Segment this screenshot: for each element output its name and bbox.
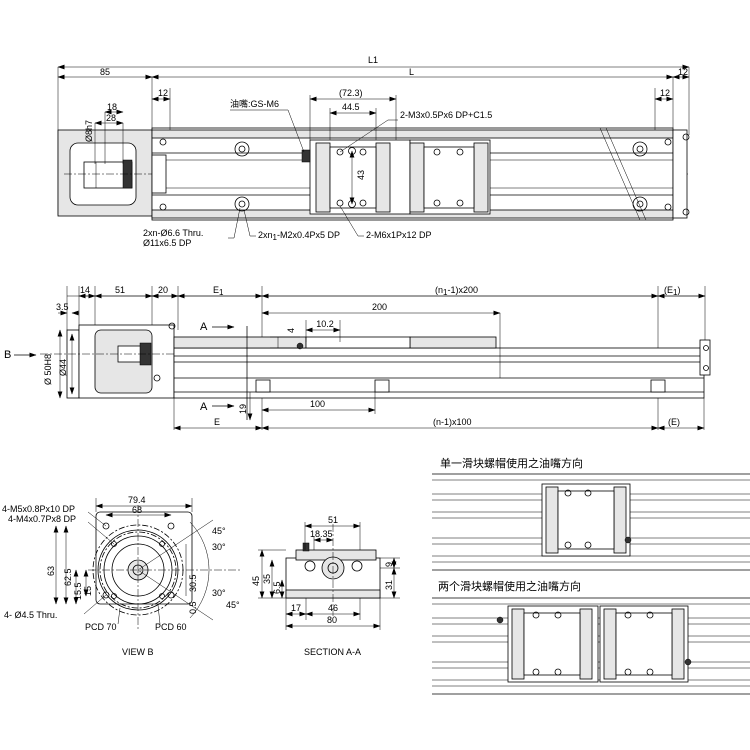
dim-n-pitch: (n-1)x100 [433, 417, 472, 427]
side-view: 14 51 20 E1 (n1-1)x200 (E1) 3.5 Ø 50H8 Ø… [4, 285, 711, 431]
dim-e-right: (E) [668, 417, 680, 427]
callout-pcd60: PCD 60 [155, 622, 187, 632]
grease-nipple [301, 149, 311, 163]
dim-19: 19 [238, 404, 248, 414]
motor-flange-side [66, 329, 80, 399]
grease-nipple-side [296, 342, 304, 350]
dim-35: 35 [262, 574, 272, 584]
note-double-carriage-2 [599, 605, 689, 683]
dim-44-5: 44.5 [342, 102, 360, 112]
angle-45-bottom: 45° [226, 600, 240, 610]
dim-9: 9 [384, 562, 394, 567]
callout-pcd70: PCD 70 [85, 622, 117, 632]
callout-thru-4-5: 4- Ø4.5 Thru. [4, 610, 57, 620]
section-oil-port [304, 560, 316, 572]
dim-18: 18 [107, 102, 117, 112]
callout-m3: 2-M3x0.5Px6 DP+C1.5 [400, 110, 492, 120]
dim-80: 80 [327, 615, 337, 625]
dim-dia-50h8: Ø 50H8 [43, 354, 53, 385]
dim-12-right-top: 12 [678, 67, 688, 77]
dim-dia-44: Ø44 [58, 359, 68, 376]
view-b-title: VIEW B [122, 647, 154, 657]
dim-28: 28 [106, 113, 116, 123]
dim-31: 31 [384, 580, 394, 590]
callout-oil-nipple: 油嘴:GS-M6 [230, 98, 279, 109]
dim-68: 68 [132, 505, 142, 515]
callout-m2: 2xn1-M2x0.4Px5 DP [258, 230, 340, 242]
dim-15-5: 15.5 [73, 582, 83, 600]
dim-62-5: 62.5 [63, 568, 73, 586]
dim-51-section: 51 [328, 515, 338, 525]
callout-m5: 4-M5x0.8Px10 DP [2, 504, 75, 514]
dim-15: 15 [83, 586, 93, 596]
slider-carriage-2 [409, 139, 491, 215]
dim-3-5: 3.5 [56, 302, 69, 312]
dim-43: 43 [356, 170, 366, 180]
angle-30-bottom: 30° [212, 588, 226, 598]
angle-30-top: 30° [212, 542, 226, 552]
dim-l1: L1 [368, 55, 378, 65]
note-single-oil-nipple [624, 536, 632, 544]
note-double-oil-nipple-right [684, 658, 692, 666]
dim-e1-right: (E1) [664, 285, 680, 297]
slider-note-single: 单一滑块螺帽使用之油嘴方向 [432, 456, 750, 571]
dim-72-3: (72.3) [339, 88, 363, 98]
section-a-a-title: SECTION A-A [304, 647, 361, 657]
callout-m6: 2-M6x1Px12 DP [366, 230, 432, 240]
section-a-a: 51 18.35 45 35 6.5 9 31 17 46 80 SECTION… [251, 515, 400, 657]
view-b-holes [102, 522, 175, 599]
dim-45-section: 45 [251, 576, 261, 586]
angle-45-top: 45° [212, 526, 226, 536]
side-bolt-holes [255, 379, 666, 393]
rail-body-side [173, 347, 705, 399]
callout-thru-hole: 2xn-Ø6.6 Thru. [143, 228, 203, 238]
dim-100: 100 [310, 399, 325, 409]
dim-n1-pitch: (n1-1)x200 [435, 285, 478, 297]
dim-79-4: 79.4 [128, 495, 146, 505]
dim-200: 200 [372, 302, 387, 312]
section-a-marker-top: A [200, 321, 208, 333]
dim-85: 85 [100, 67, 110, 77]
dim-30-5: 30.5 [188, 574, 198, 592]
note-double-slider: 两个滑块螺帽使用之油嘴方向 [438, 579, 581, 593]
dim-20: 20 [158, 285, 168, 295]
dim-l: L [409, 67, 414, 77]
view-b-flange [95, 511, 193, 605]
dim-10-2: 10.2 [316, 319, 334, 329]
note-single-slider: 单一滑块螺帽使用之油嘴方向 [440, 456, 583, 470]
dim-dia-8h7: Ø8h7 [84, 120, 94, 142]
callout-counterbore: Ø11x6.5 DP [143, 238, 191, 248]
note-double-oil-nipple-left [496, 616, 504, 624]
dim-4: 4 [286, 328, 296, 333]
view-b-marker: B [4, 349, 11, 361]
rail-mounting-holes [159, 133, 690, 216]
callout-m4: 4-M4x0.7Px8 DP [8, 514, 76, 524]
dim-12-left: 12 [158, 88, 168, 98]
slider-note-double: 两个滑块螺帽使用之油嘴方向 [432, 579, 750, 695]
view-b: 45° 30° 30° 45° 79.4 68 63 62.5 15.5 15 … [2, 495, 240, 657]
dim-e1: E1 [213, 285, 224, 297]
dim-17: 17 [291, 603, 301, 613]
dim-14: 14 [80, 285, 90, 295]
dim-46: 46 [328, 603, 338, 613]
note-double-carriage-1 [507, 605, 599, 683]
dim-0-5: 0.5 [188, 601, 198, 614]
top-view: L1 85 L 12 28 18 Ø8h7 [57, 55, 690, 248]
dim-12-right: 12 [660, 88, 670, 98]
dim-18-35: 18.35 [310, 529, 333, 539]
dim-51-side: 51 [115, 285, 125, 295]
section-a-marker-bottom: A [200, 401, 208, 413]
dim-63: 63 [46, 566, 56, 576]
dim-6-5: 6.5 [272, 581, 282, 594]
dim-e: E [214, 417, 220, 427]
